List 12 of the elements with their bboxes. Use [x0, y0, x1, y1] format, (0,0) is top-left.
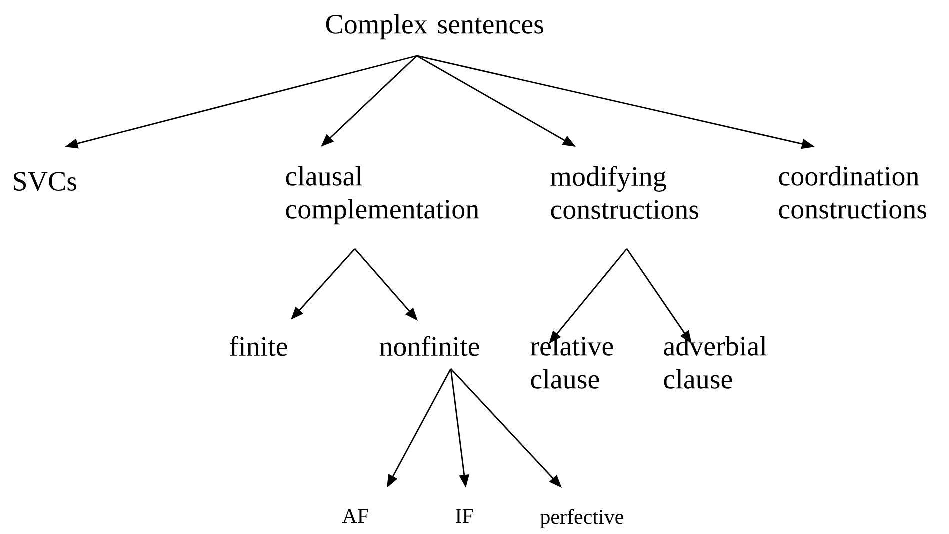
tree-label: relative clause: [530, 336, 614, 389]
tree-label: finite: [230, 336, 288, 356]
tree-label: coordination constructions: [779, 166, 927, 219]
tree-label: IF: [456, 509, 474, 523]
tree-label: adverbial clause: [664, 336, 767, 389]
tree-label: SVCs: [14, 172, 77, 192]
tree-label: AF: [342, 509, 368, 524]
tree-label: modifying constructions: [550, 166, 699, 220]
tree-label: Complex sentences: [326, 14, 544, 40]
tree-label: clausal complementation: [286, 166, 480, 225]
tree-label: perfective: [540, 509, 624, 528]
tree-label: nonfinite: [380, 336, 480, 356]
